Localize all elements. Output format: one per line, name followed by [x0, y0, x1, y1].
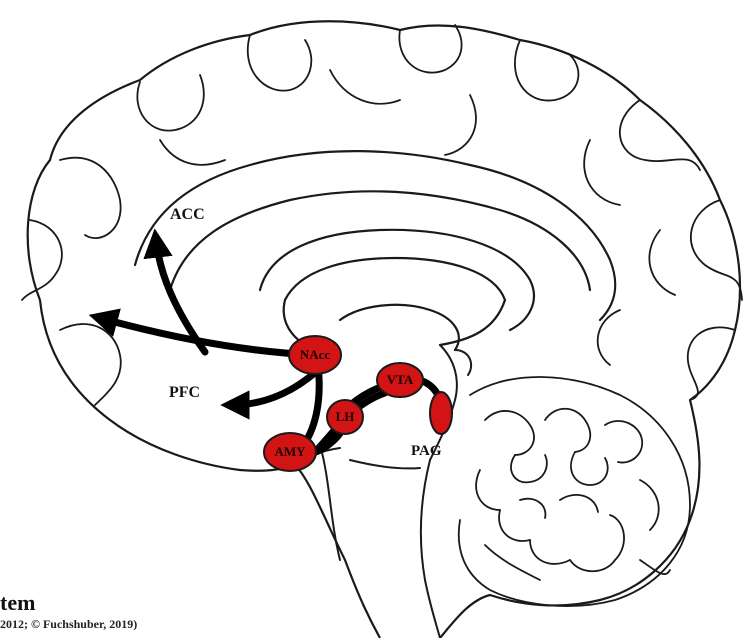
pathway-nacc-pfc-lower — [232, 370, 318, 405]
caption-title: tem — [0, 590, 35, 616]
label-pfc: PFC — [169, 384, 200, 401]
caption-citation: 2012; © Fuchshuber, 2019) — [0, 617, 137, 632]
label-pag: PAG — [411, 443, 442, 459]
region-label-nacc: NAcc — [300, 347, 331, 362]
brain-gyri — [22, 25, 742, 405]
corpus-callosum — [135, 151, 615, 350]
region-label-vta: VTA — [387, 372, 414, 387]
pathway-nacc-pfc-upper — [100, 318, 315, 355]
region-pag — [430, 392, 452, 434]
label-acc: ACC — [170, 206, 205, 223]
pathways — [100, 240, 440, 462]
region-label-lh: LH — [336, 409, 355, 424]
region-label-amy: AMY — [274, 444, 306, 459]
